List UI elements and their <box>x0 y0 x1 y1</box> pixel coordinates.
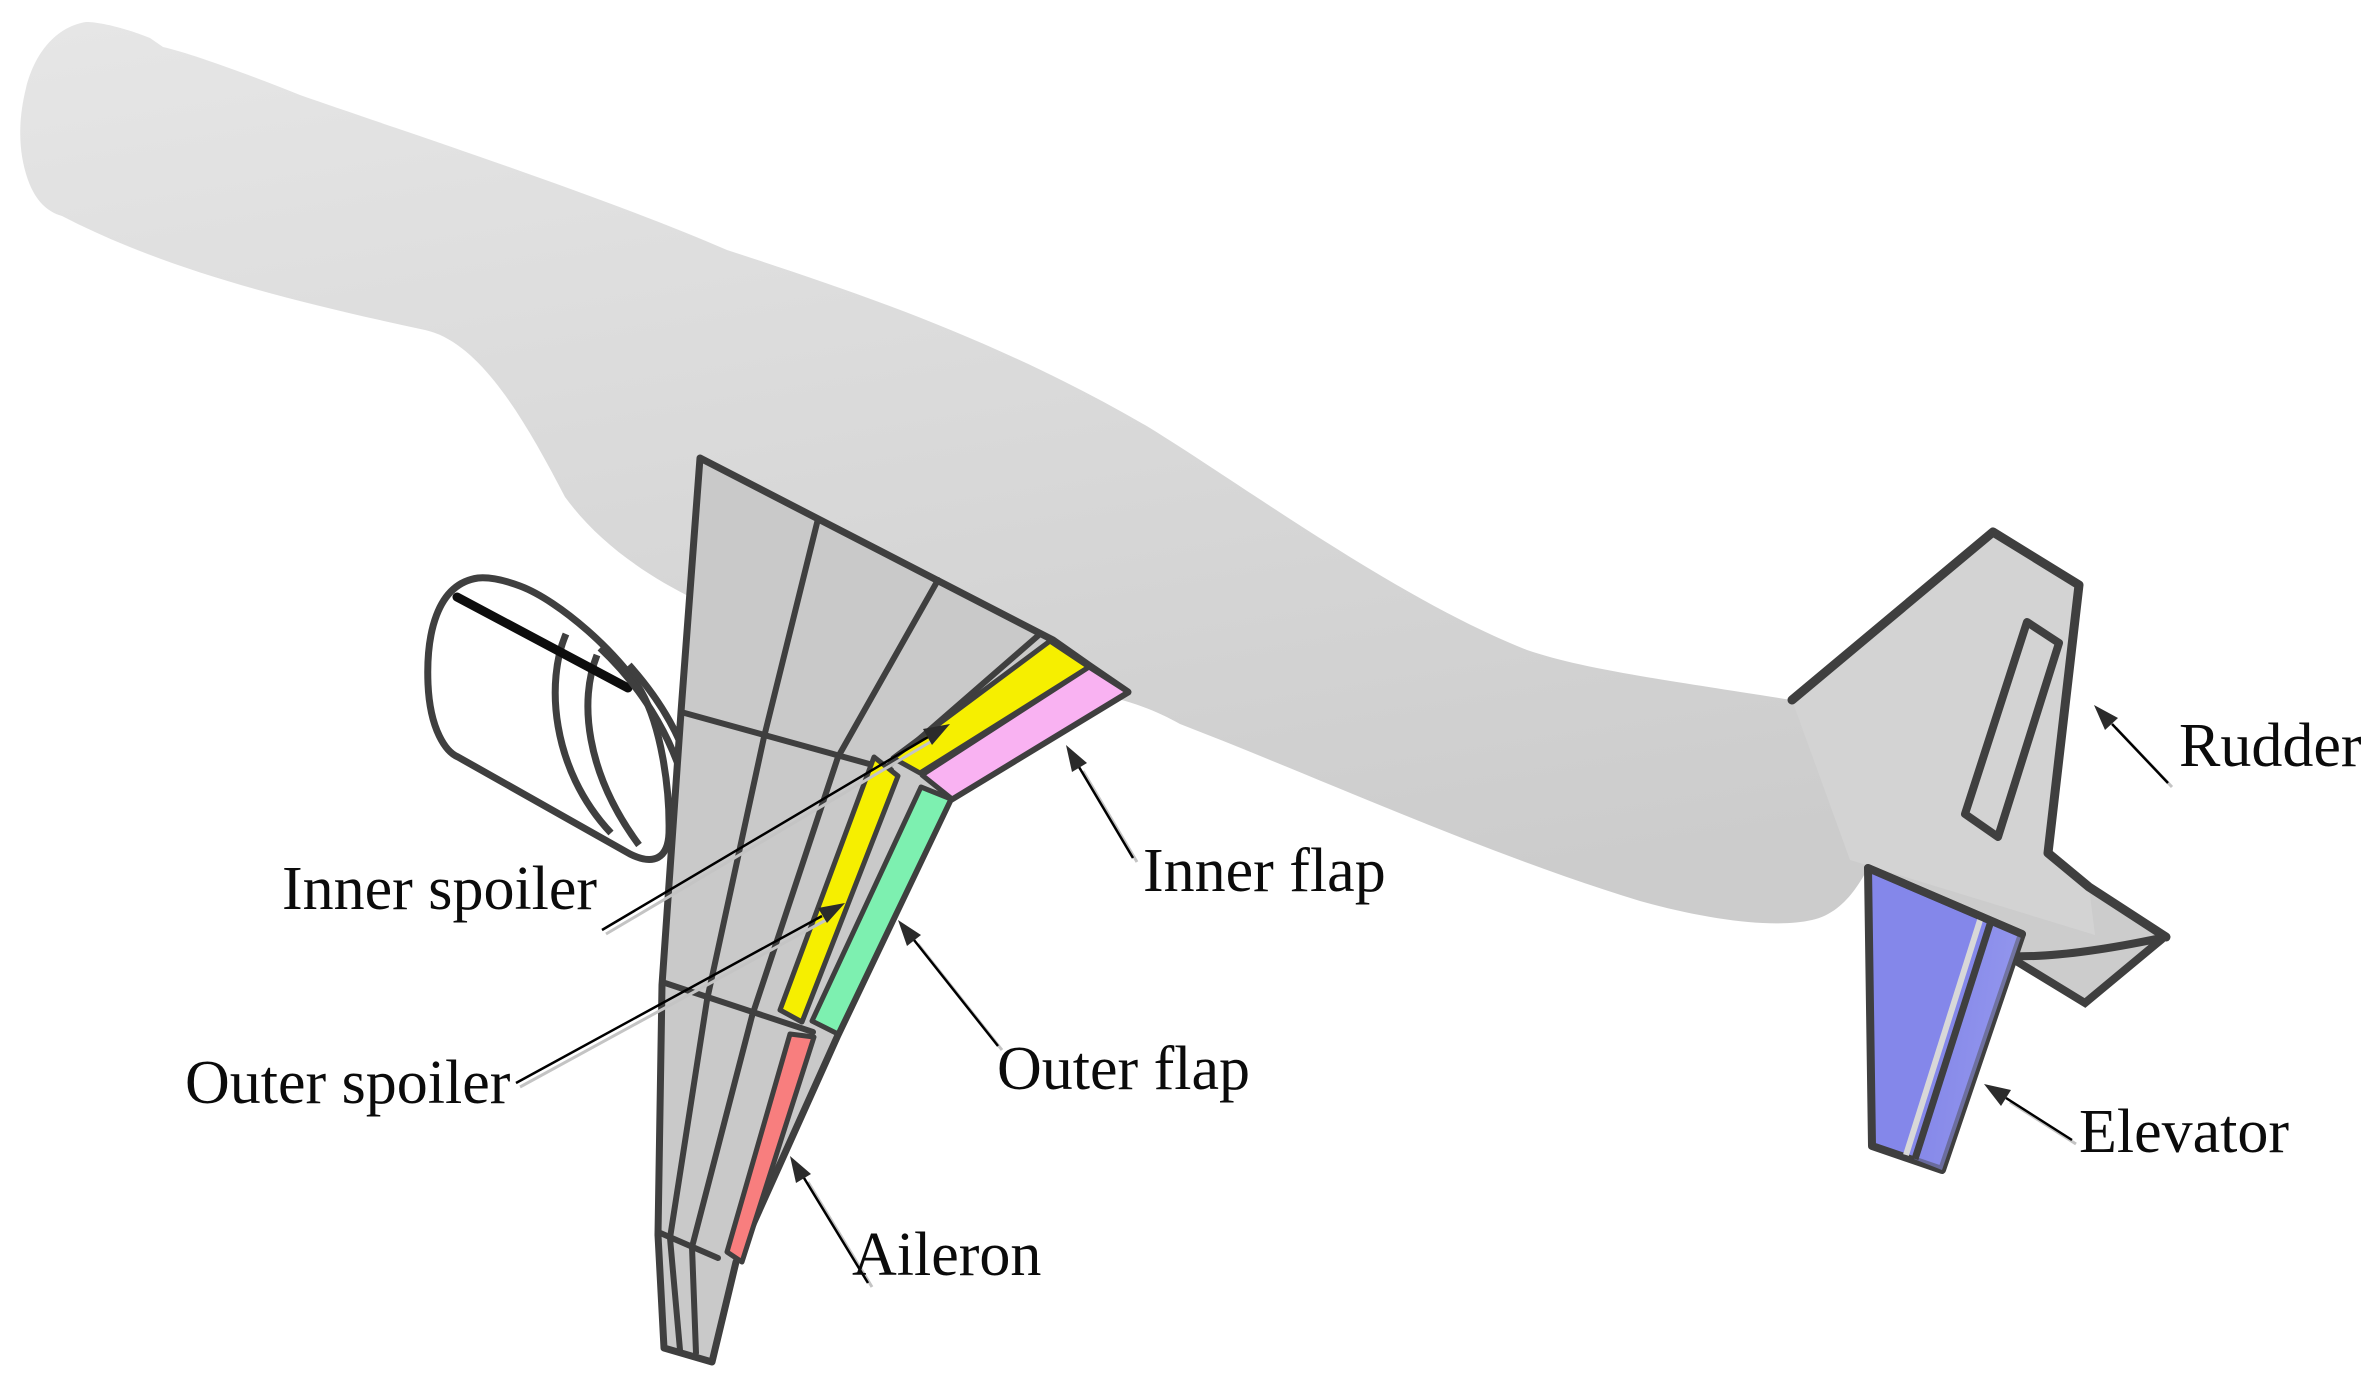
outer-spoiler-leader <box>515 914 823 1085</box>
elevator-leader <box>2005 1096 2073 1142</box>
leader-lines <box>515 723 2169 1284</box>
rudder-outline <box>1961 618 2063 841</box>
label-inner-flap: Inner flap <box>1143 837 1386 905</box>
inner-spoiler-arrowhead <box>923 724 950 745</box>
outer-spoiler-surface <box>777 754 901 1025</box>
rudder-arrowhead <box>2094 705 2118 730</box>
stab-leading-edge <box>1864 864 2026 938</box>
outer-flap-surface <box>809 784 954 1037</box>
elevator-inner-panel <box>1914 921 2022 1170</box>
vertical-tail <box>1792 532 2095 935</box>
aileron-arrowhead <box>790 1156 811 1183</box>
inner-spoiler-leader <box>601 735 929 932</box>
label-inner-spoiler: Inner spoiler <box>282 855 598 923</box>
label-outer-spoiler: Outer spoiler <box>185 1049 511 1117</box>
fuselage-body <box>20 22 2167 1003</box>
inner-spoiler-surface <box>890 638 1092 776</box>
elevator-arrowhead <box>1984 1084 2011 1106</box>
nacelle-intake-line <box>452 592 633 693</box>
outer-flap-leader <box>913 939 999 1047</box>
elevator-divider <box>1911 919 1995 1161</box>
engine-nacelle <box>424 574 673 863</box>
aileron-surface <box>724 1031 817 1265</box>
inner-flap-leader <box>1077 766 1135 859</box>
vertical-tail-outline <box>1787 527 2171 942</box>
inner-flap-arrowhead <box>1066 745 1087 772</box>
label-elevator: Elevator <box>2079 1098 2290 1166</box>
label-rudder: Rudder <box>2179 712 2362 780</box>
label-aileron: Aileron <box>852 1221 1042 1289</box>
rudder-leader <box>2111 723 2169 784</box>
elevator-divider-gap <box>1903 916 1984 1156</box>
outer-spoiler-arrowhead <box>818 903 845 923</box>
label-outer-flap: Outer flap <box>997 1035 1251 1103</box>
outer-flap-arrowhead <box>898 920 921 946</box>
aileron-leader <box>802 1177 870 1284</box>
leader-arrowheads <box>790 705 2118 1183</box>
